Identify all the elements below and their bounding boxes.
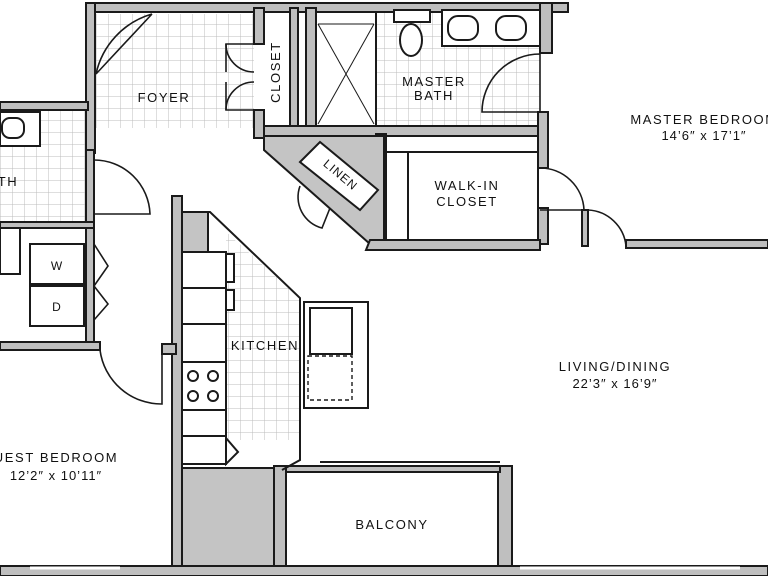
guest-vanity bbox=[0, 111, 41, 147]
shower bbox=[315, 11, 377, 127]
kitchen-island bbox=[303, 301, 369, 409]
living-dining-dimensions: 22’3″ x 16’9″ bbox=[572, 376, 657, 391]
master-bedroom-label: MASTER BEDROOM bbox=[630, 112, 768, 127]
kitchen-counters bbox=[181, 251, 240, 467]
washer-label: W bbox=[51, 259, 63, 273]
master-bath-label-2: BATH bbox=[414, 88, 454, 103]
closet-label: CLOSET bbox=[268, 41, 283, 103]
guest-bedroom-label: UEST BEDROOM bbox=[0, 450, 118, 465]
walk-in-door bbox=[587, 209, 627, 247]
entry-door bbox=[95, 13, 153, 75]
guest-bedroom-dimensions: 12’2″ x 10’11″ bbox=[10, 468, 102, 483]
guest-bath-door bbox=[93, 159, 151, 215]
walk-in-label-2: CLOSET bbox=[436, 194, 498, 209]
master-bath-label-1: MASTER bbox=[402, 74, 466, 89]
toilet-icon bbox=[393, 9, 431, 57]
master-bedroom-door bbox=[539, 167, 585, 211]
kitchen-label: KITCHEN bbox=[231, 338, 299, 353]
master-vanity bbox=[441, 9, 541, 47]
foyer-label: FOYER bbox=[138, 90, 191, 105]
guest-bath-label: TH bbox=[0, 174, 18, 189]
master-bath-door bbox=[481, 53, 541, 113]
closet-doors bbox=[225, 43, 255, 111]
stove-icon bbox=[187, 370, 219, 402]
guest-bedroom-door bbox=[99, 346, 163, 405]
master-bedroom-dimensions: 14’6″ x 17’1″ bbox=[661, 128, 746, 143]
living-dining-label: LIVING/DINING bbox=[559, 359, 672, 374]
windows bbox=[30, 461, 740, 570]
dryer-label: D bbox=[52, 300, 62, 314]
walk-in-label-1: WALK-IN bbox=[435, 178, 500, 193]
balcony-label: BALCONY bbox=[355, 517, 428, 532]
laundry: W D bbox=[0, 227, 110, 327]
